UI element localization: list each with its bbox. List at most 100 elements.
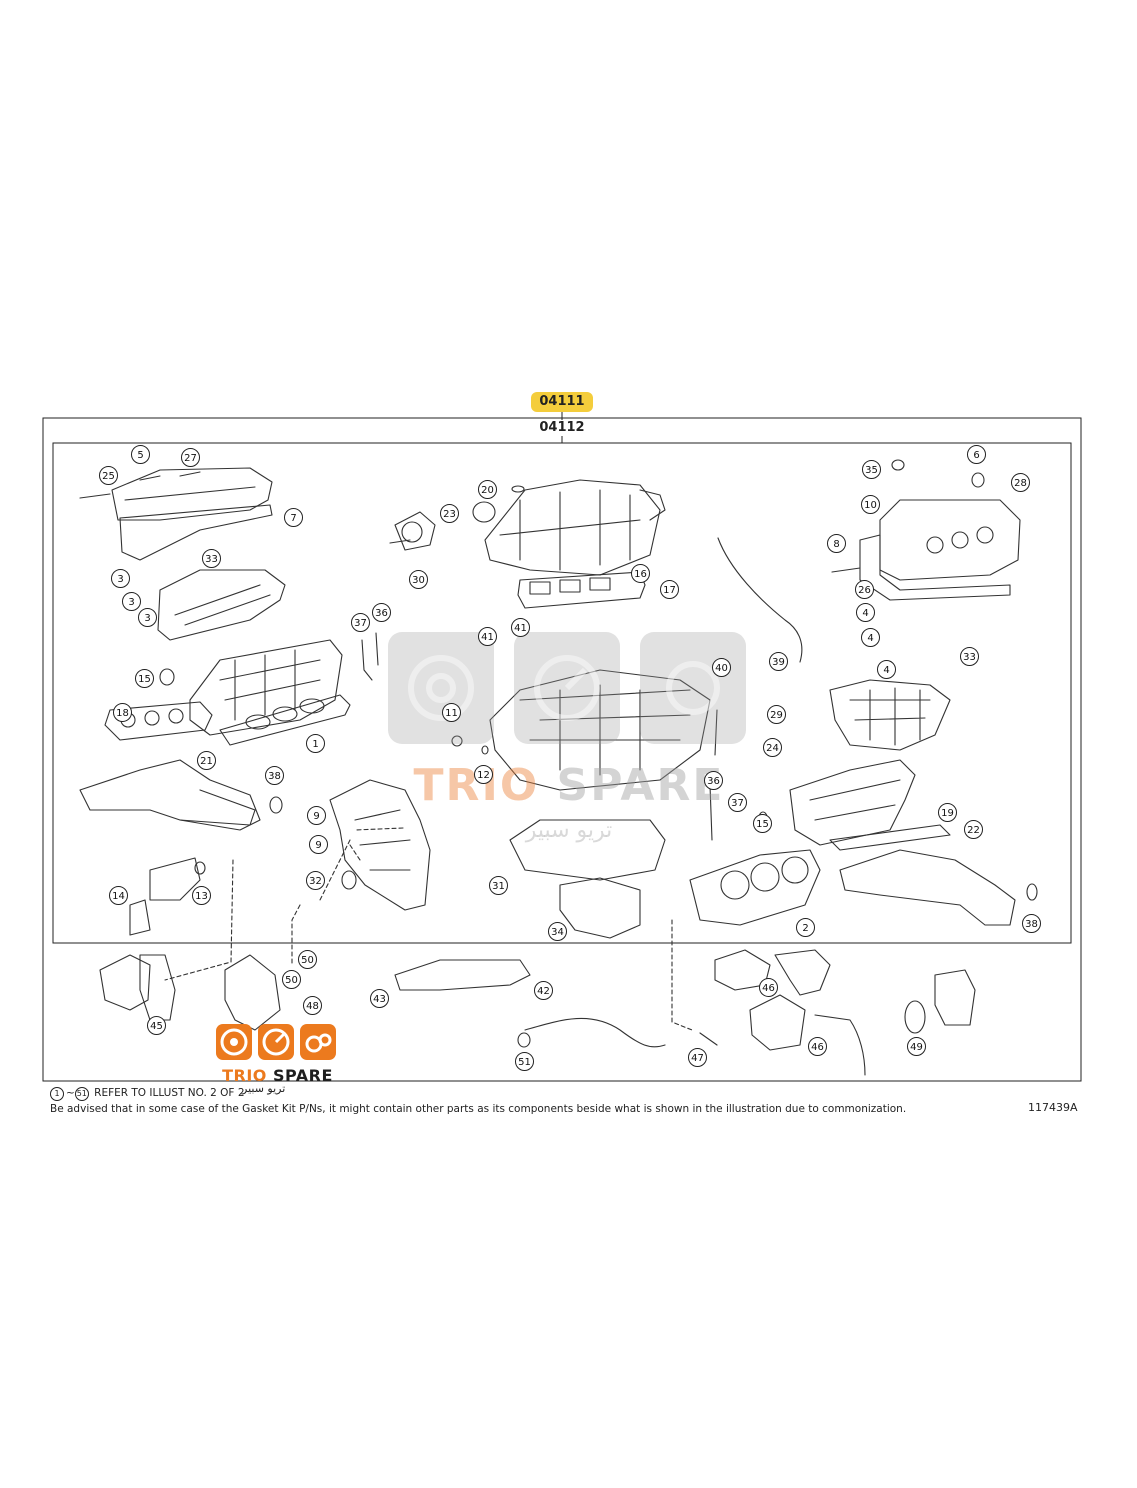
intake-manifold — [484, 479, 661, 576]
intake-gasket — [517, 571, 646, 609]
callout-27[interactable]: 27 — [181, 448, 200, 467]
callout-45[interactable]: 45 — [147, 1016, 166, 1035]
callout-25[interactable]: 25 — [99, 466, 118, 485]
sub-part-number[interactable]: 04112 — [539, 420, 585, 435]
callout-40[interactable]: 40 — [712, 658, 731, 677]
callout-21[interactable]: 21 — [197, 751, 216, 770]
left-cover-gasket — [119, 504, 273, 561]
callout-20[interactable]: 20 — [478, 480, 497, 499]
water-pump-left — [99, 954, 151, 1011]
callout-37a[interactable]: 37 — [351, 613, 370, 632]
engine-parts-linework — [79, 459, 1038, 1076]
oil-dipstick — [717, 537, 803, 663]
footnote-text: REFER TO ILLUST NO. 2 OF 2 — [94, 1087, 245, 1099]
callout-48[interactable]: 48 — [303, 996, 322, 1015]
callout-9a[interactable]: 9 — [307, 806, 326, 825]
callout-12[interactable]: 12 — [474, 765, 493, 784]
callout-28[interactable]: 28 — [1011, 473, 1030, 492]
callout-36a[interactable]: 36 — [372, 603, 391, 622]
callout-23[interactable]: 23 — [440, 504, 459, 523]
callout-15b[interactable]: 15 — [753, 814, 772, 833]
watermark-icon-marks — [408, 655, 720, 721]
callout-50a[interactable]: 50 — [298, 950, 317, 969]
watermark-brand-part2: SPARE — [539, 760, 725, 811]
oil-pump — [224, 954, 281, 1031]
callout-49[interactable]: 49 — [907, 1037, 926, 1056]
callout-36b[interactable]: 36 — [704, 771, 723, 790]
callout-46a[interactable]: 46 — [759, 978, 778, 997]
callout-46b[interactable]: 46 — [808, 1037, 827, 1056]
oil-cooler-pipe — [814, 1014, 866, 1076]
callout-3b[interactable]: 3 — [122, 592, 141, 611]
callout-24[interactable]: 24 — [763, 738, 782, 757]
callout-29[interactable]: 29 — [767, 705, 786, 724]
water-bypass-pipe — [394, 959, 531, 991]
callout-50b[interactable]: 50 — [282, 970, 301, 989]
callout-35[interactable]: 35 — [862, 460, 881, 479]
callout-37b[interactable]: 37 — [728, 793, 747, 812]
callout-16[interactable]: 16 — [631, 564, 650, 583]
footnote-range-start: 1 — [50, 1087, 64, 1101]
callout-33b[interactable]: 33 — [960, 647, 979, 666]
logo-brand: TRIO SPARE — [215, 1066, 340, 1085]
callout-32[interactable]: 32 — [306, 871, 325, 890]
watermark-text: TRIO SPARE — [388, 760, 750, 811]
callout-7[interactable]: 7 — [284, 508, 303, 527]
callout-26[interactable]: 26 — [855, 580, 874, 599]
callout-19[interactable]: 19 — [938, 803, 957, 822]
oil-pan-upper — [509, 819, 666, 881]
rear-oil-seal — [904, 1000, 926, 1034]
callout-1[interactable]: 1 — [306, 734, 325, 753]
footnote-range-end: 51 — [74, 1087, 89, 1101]
callout-43[interactable]: 43 — [370, 989, 389, 1008]
callout-3a[interactable]: 3 — [111, 569, 130, 588]
callout-38b[interactable]: 38 — [1022, 914, 1041, 933]
callout-41a[interactable]: 41 — [478, 627, 497, 646]
left-valve-cover — [111, 467, 273, 521]
callout-4c[interactable]: 4 — [877, 660, 896, 679]
logo-brand-part1: TRIO — [222, 1066, 267, 1085]
o-ring — [472, 501, 496, 523]
callout-4a[interactable]: 4 — [856, 603, 875, 622]
callout-14[interactable]: 14 — [109, 886, 128, 905]
callout-13[interactable]: 13 — [192, 886, 211, 905]
logo-brand-part2: SPARE — [266, 1066, 333, 1085]
callout-2[interactable]: 2 — [796, 918, 815, 937]
water-pump-right — [749, 994, 806, 1051]
callout-39[interactable]: 39 — [769, 652, 788, 671]
callout-6[interactable]: 6 — [967, 445, 986, 464]
callout-4b[interactable]: 4 — [861, 628, 880, 647]
callout-34[interactable]: 34 — [548, 922, 567, 941]
footnote: 1~51 REFER TO ILLUST NO. 2 OF 2 — [50, 1087, 245, 1101]
left-cam-housing — [157, 569, 286, 641]
callout-41b[interactable]: 41 — [511, 618, 530, 637]
callout-22[interactable]: 22 — [964, 820, 983, 839]
highlighted-part-number[interactable]: 04111 — [531, 392, 593, 412]
engine-block — [489, 669, 711, 791]
callout-38a[interactable]: 38 — [265, 766, 284, 785]
callout-3c[interactable]: 3 — [138, 608, 157, 627]
callout-42[interactable]: 42 — [534, 981, 553, 1000]
logo-arabic: تريو سبير — [242, 1082, 286, 1095]
callout-17[interactable]: 17 — [660, 580, 679, 599]
callout-18[interactable]: 18 — [113, 703, 132, 722]
callout-30[interactable]: 30 — [409, 570, 428, 589]
right-cover-gasket — [859, 534, 1011, 601]
dashed-leader — [164, 827, 693, 1031]
callout-10[interactable]: 10 — [861, 495, 880, 514]
callout-47[interactable]: 47 — [688, 1048, 707, 1067]
callout-8[interactable]: 8 — [827, 534, 846, 553]
callout-15a[interactable]: 15 — [135, 669, 154, 688]
timing-cover — [329, 779, 431, 911]
water-inlet — [149, 857, 201, 901]
callout-5[interactable]: 5 — [131, 445, 150, 464]
callout-51[interactable]: 51 — [515, 1052, 534, 1071]
callout-9b[interactable]: 9 — [309, 835, 328, 854]
callout-31[interactable]: 31 — [489, 876, 508, 895]
footnote-range-sep: ~ — [66, 1087, 75, 1099]
callout-11[interactable]: 11 — [442, 703, 461, 722]
advice-text: Be advised that in some case of the Gask… — [50, 1103, 907, 1115]
right-head-gasket — [689, 849, 821, 926]
callout-33a[interactable]: 33 — [202, 549, 221, 568]
